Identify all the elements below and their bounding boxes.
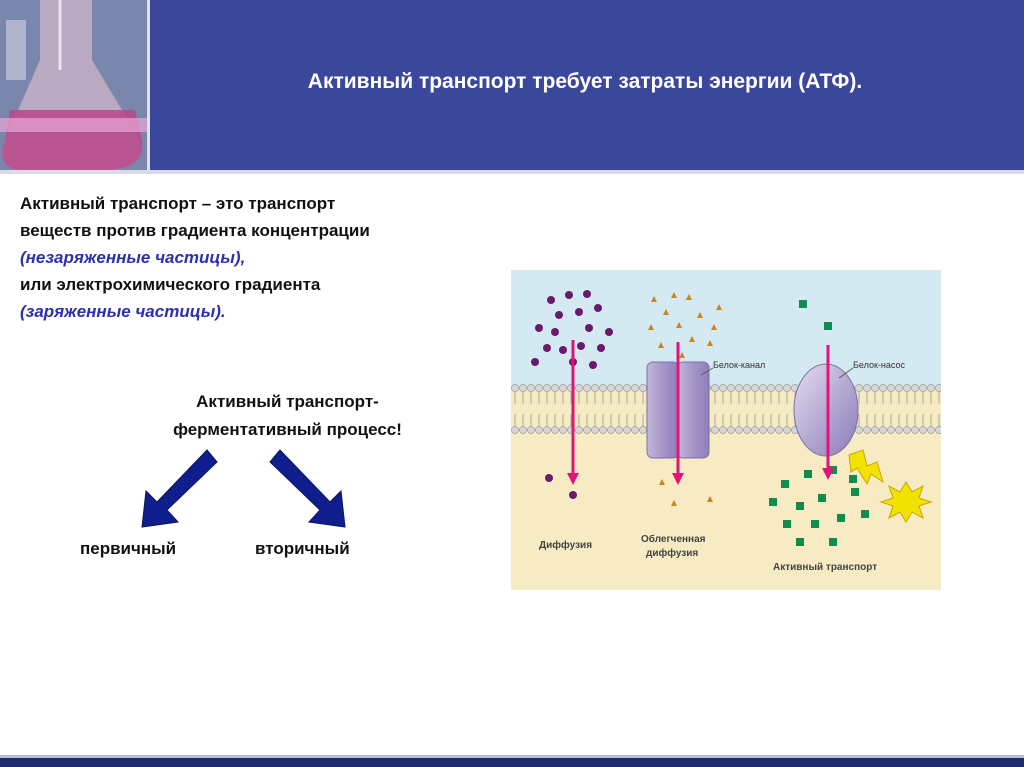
definition-line-3: (незаряженные частицы), — [20, 248, 246, 267]
diffusion-label: Диффузия — [539, 539, 592, 551]
definition-line-5: (заряженные частицы). — [20, 302, 226, 321]
channel-label: Белок-канал — [713, 360, 765, 370]
definition-line-1: Активный транспорт – это транспорт — [20, 194, 336, 213]
definition-line-4: или электрохимического градиента — [20, 275, 321, 294]
atp-burst-icon — [879, 481, 933, 523]
secondary-label: вторичный — [255, 539, 350, 558]
primary-label: первичный — [80, 539, 177, 558]
facilitated-label-line-1: Облегченная — [641, 533, 706, 545]
energy-bolt-icon — [848, 449, 884, 486]
diffusion-particles — [531, 290, 613, 499]
footer-line — [0, 755, 1024, 758]
header-divider — [0, 170, 1024, 174]
outside-region — [511, 270, 941, 388]
arrow-right-down-icon — [269, 449, 346, 528]
pump-protein — [793, 363, 859, 457]
branch-arrows — [141, 449, 346, 528]
channel-particles — [648, 292, 722, 506]
footer-bar — [0, 758, 1024, 767]
header-bar: Активный транспорт требует затраты энерг… — [0, 0, 1024, 170]
flask-photo — [0, 0, 147, 170]
definition-line-2: веществ против градиента концентрации — [20, 221, 370, 240]
channel-protein — [646, 361, 710, 459]
inside-region — [511, 388, 941, 590]
pump-arrow — [822, 345, 834, 480]
active-transport-label: Активный транспорт — [773, 562, 877, 573]
facilitated-label-line-2: диффузия — [646, 547, 698, 559]
photo-separator — [147, 0, 150, 170]
process-text: Активный транспорт- ферментативный проце… — [125, 388, 450, 444]
membrane-transport-diagram: Белок-канал Белок-насос Диффузия Облегче… — [511, 270, 941, 590]
pump-particles-outside — [799, 300, 832, 330]
diffusion-arrow — [567, 340, 579, 485]
process-line-1: Активный транспорт- — [196, 392, 379, 411]
process-line-2: ферментативный процесс! — [173, 420, 402, 439]
arrow-left-down-icon — [141, 449, 218, 528]
channel-arrow — [672, 342, 684, 485]
definition-text: Активный транспорт – это транспорт вещес… — [20, 190, 510, 325]
slide-title: Активный транспорт требует затраты энерг… — [307, 70, 863, 93]
flask-image — [0, 0, 147, 170]
pump-label: Белок-насос — [853, 360, 905, 370]
